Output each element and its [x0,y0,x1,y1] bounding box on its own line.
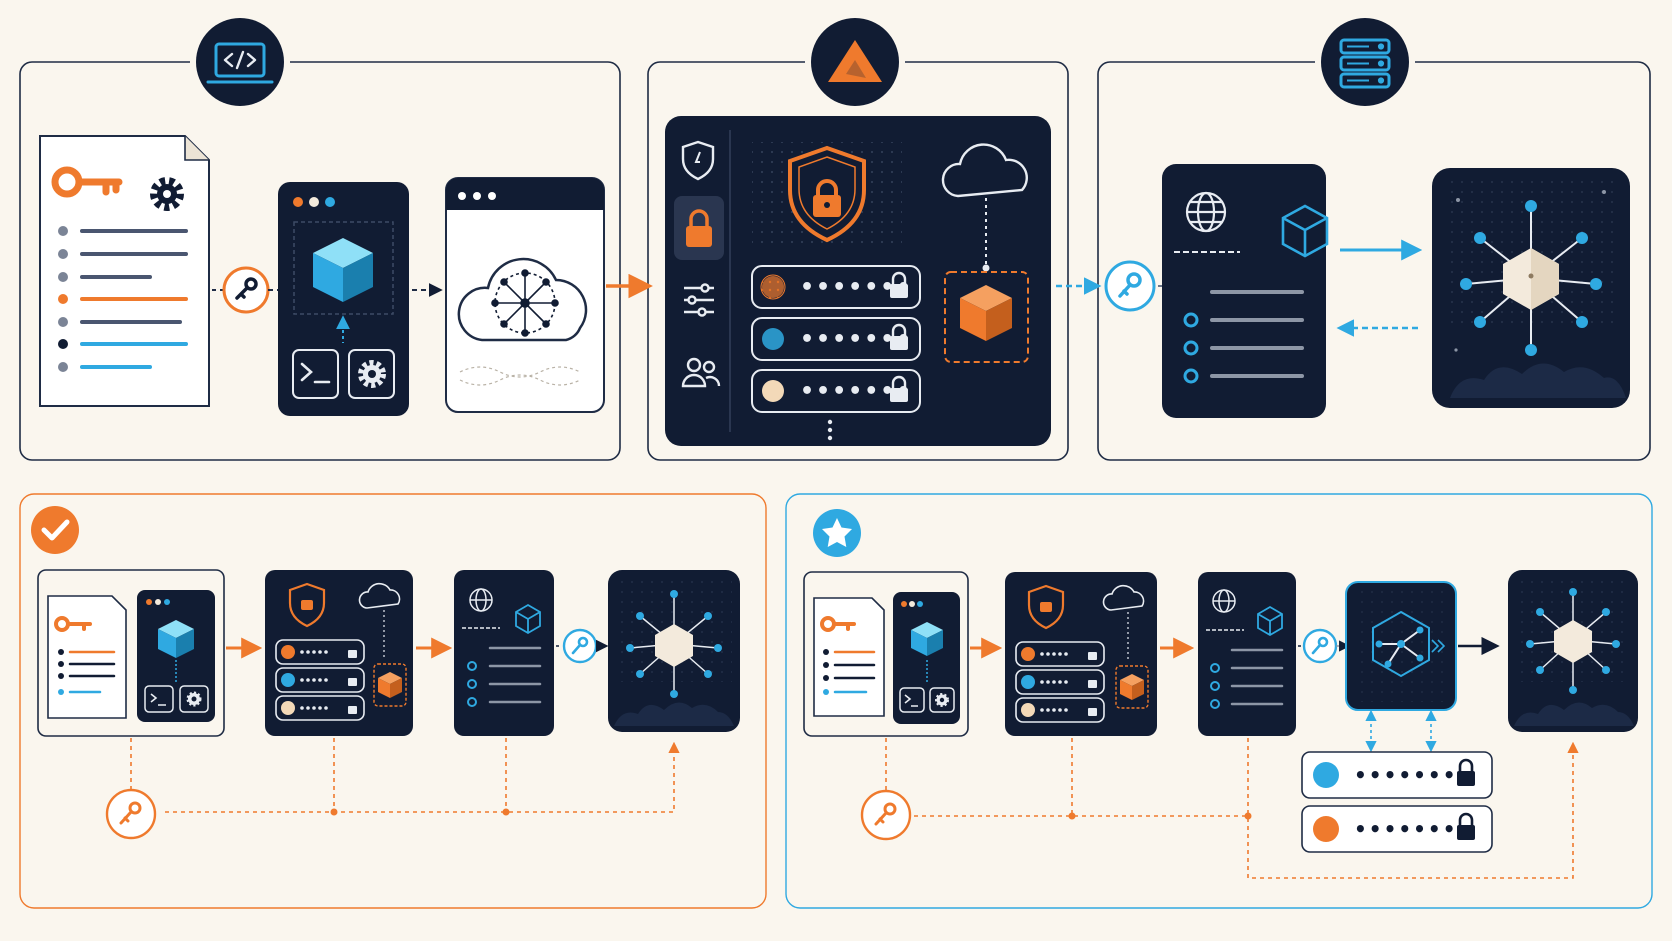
server-rack-icon [1339,38,1391,89]
warning-triangle-icon [828,40,882,82]
flow1-vault [265,570,413,736]
star-icon [822,518,852,547]
container-cube-icon [313,238,373,302]
service-mesh-panel [1432,168,1630,408]
flow2-feedback-loop [885,738,1579,879]
terminal-button[interactable] [292,349,339,399]
flow2-source-group [803,571,969,737]
lock-icon [686,209,712,247]
shield-icon[interactable] [681,140,715,181]
flow1-key-origin [105,788,157,840]
stage3-badge [1315,18,1415,106]
checkmark-icon [41,519,70,541]
container-panel [278,182,409,416]
stage1-panel [19,61,621,461]
cloud-outline-icon [941,143,1028,198]
padlock-icon [1457,758,1475,786]
flow2-gateway [1345,581,1457,711]
stage1-badge [190,18,290,106]
config-lines [58,226,188,372]
flow2-badge [813,509,861,557]
code-laptop-icon [206,42,274,84]
flow1-key-node [562,628,598,664]
flow2-panel [785,493,1653,909]
flow2-secret-row-2[interactable]: ••••••• [1301,805,1493,853]
secrets-vault-panel: ••••••• ••••••• ••••••• [665,116,1051,446]
flow1-badge [31,506,79,554]
globe-icon [1185,191,1227,233]
padlock-icon [890,323,908,350]
network-node-icon [491,269,559,337]
secret-row-2[interactable]: ••••••• [751,317,921,361]
key-icon [51,166,123,198]
settings-button[interactable] [348,349,395,399]
padlock-icon [1457,812,1475,840]
flow2-vault [1005,572,1157,736]
flow1-mesh [608,570,740,732]
flow1-feedback-loop [130,738,680,813]
flow2-service [1198,572,1296,736]
flow2-masked-secret-1: ••••••• [1354,763,1457,787]
secure-shield-icon [788,145,866,243]
hub-node-icon [1460,200,1602,356]
flow2-masked-secret-2: ••••••• [1354,817,1457,841]
flow2-key-origin [860,789,912,841]
flow2-key-node [1302,628,1338,664]
flow1-service [454,570,554,736]
cloud-browser-window [445,177,605,413]
users-icon[interactable] [681,357,721,388]
deployment-cube [944,271,1029,363]
sparkle-icons [1454,190,1606,352]
flow2-secret-row-1[interactable]: ••••••• [1301,751,1493,799]
config-document [39,135,210,407]
flow1-source-group [37,569,225,737]
secret-row-3[interactable]: ••••••• [751,369,921,413]
flow1-panel [19,493,767,909]
stage2-badge [805,18,905,106]
secret-row-1[interactable]: ••••••• [751,265,921,309]
flow2-mesh [1508,570,1638,732]
sliders-icon[interactable] [684,283,714,317]
gear-icon [150,177,184,211]
padlock-icon [890,271,908,298]
key-node-2 [1104,260,1156,312]
cube-outline-icon [1281,204,1329,258]
more-icon[interactable] [827,419,833,441]
service-config-panel [1162,164,1329,418]
padlock-icon [890,375,908,402]
key-node-1 [222,266,270,314]
